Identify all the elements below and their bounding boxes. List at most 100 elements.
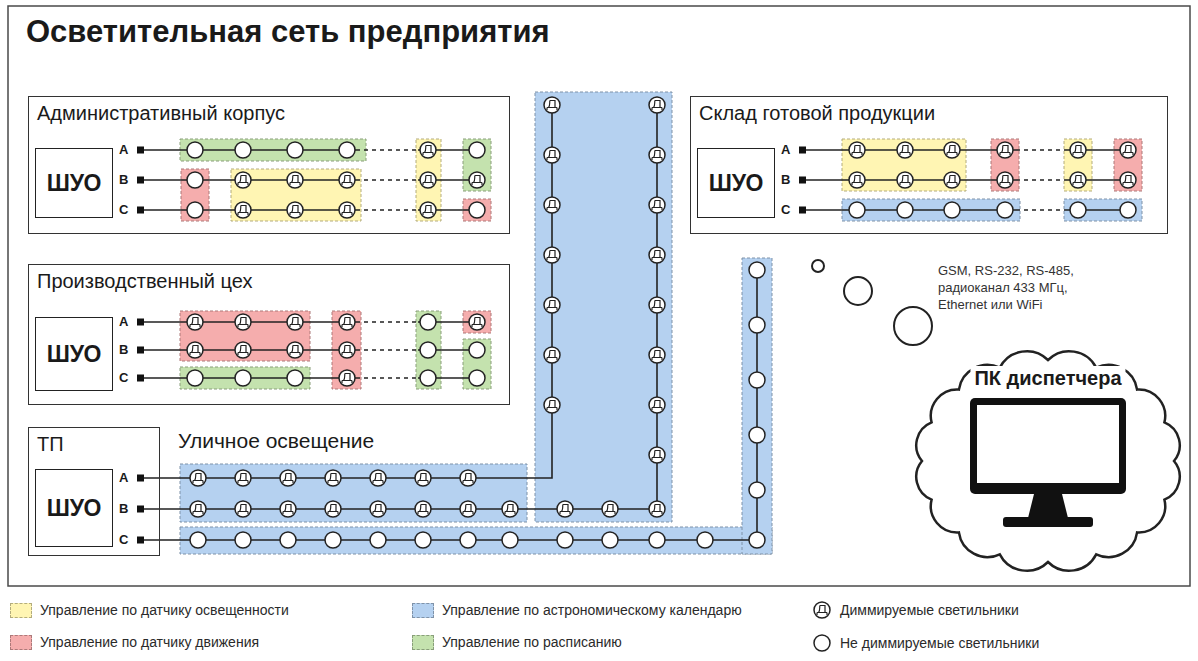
phase-terminal <box>137 475 144 482</box>
control-cabinet: ШУО <box>697 148 775 218</box>
dimmer-glyph <box>1123 146 1133 156</box>
dimmer-glyph <box>193 474 203 484</box>
dimmer-glyph <box>238 505 248 515</box>
control-zone <box>1064 199 1142 221</box>
lamp-circle <box>749 482 765 498</box>
dimmable-luminaire <box>649 297 665 313</box>
plain-luminaire <box>697 532 713 548</box>
dimmer-glyph <box>290 176 300 186</box>
phase-wire <box>144 105 657 509</box>
lamp-circle <box>944 202 960 218</box>
dimmable-luminaire <box>649 501 665 517</box>
lamp-circle <box>649 397 665 413</box>
lamp-circle <box>339 342 355 358</box>
lamp-circle <box>325 470 341 486</box>
lamp-circle <box>897 172 913 188</box>
phase-label: A <box>119 314 128 330</box>
dimmable-luminaire <box>544 247 560 263</box>
legend-swatch <box>412 635 434 650</box>
control-zone <box>991 139 1019 191</box>
lamp-circle <box>469 370 485 386</box>
dimmable-luminaire <box>897 142 913 158</box>
lamp-circle <box>235 501 251 517</box>
lamp-circle <box>339 314 355 330</box>
dimmable-luminaire <box>420 202 436 218</box>
plain-luminaire <box>749 427 765 443</box>
dimmable-luminaire <box>1120 142 1136 158</box>
plain-luminaire <box>420 370 436 386</box>
lamp-circle <box>602 532 618 548</box>
dimmer-glyph <box>652 351 662 361</box>
dimmable-luminaire <box>339 202 355 218</box>
lamp-circle <box>460 532 476 548</box>
plain-luminaire <box>325 532 341 548</box>
lamp-circle <box>649 97 665 113</box>
lamp-circle <box>339 142 355 158</box>
legend-item: Управление по астрономическому календарю <box>412 602 742 618</box>
dimmable-luminaire <box>997 142 1013 158</box>
plain-luminaire <box>370 532 386 548</box>
dimmer-glyph <box>418 474 428 484</box>
legend-swatch <box>10 603 32 618</box>
lamp-circle <box>420 314 436 330</box>
phase-label: C <box>781 202 790 218</box>
lamp-circle <box>415 501 431 517</box>
cloud-outline <box>916 351 1179 571</box>
control-zone <box>842 139 966 191</box>
legend-text: Не диммируемые светильники <box>840 635 1039 651</box>
plain-luminaire <box>287 370 303 386</box>
dimmable-luminaire <box>235 314 251 330</box>
thought-bubble <box>894 307 932 345</box>
lamp-circle <box>849 142 865 158</box>
outer-frame <box>8 6 1190 586</box>
cabinet-name: ШУО <box>47 495 102 522</box>
plain-luminaire <box>897 202 913 218</box>
monitor-screen <box>977 405 1119 483</box>
control-zone <box>181 169 209 221</box>
dimmer-glyph <box>605 505 615 515</box>
lamp-circle <box>544 247 560 263</box>
dimmable-luminaire <box>287 172 303 188</box>
legend-swatch <box>412 603 434 618</box>
dimmable-luminaire <box>469 314 485 330</box>
plain-luminaire <box>235 532 251 548</box>
dimmer-glyph <box>472 318 482 328</box>
dimmable-luminaire <box>415 501 431 517</box>
cabinet-name: ШУО <box>709 170 764 197</box>
lamp-circle <box>287 202 303 218</box>
dimmable-luminaire <box>1070 172 1086 188</box>
dimmer-glyph <box>423 146 433 156</box>
dimmable-luminaire <box>544 197 560 213</box>
dimmable-luminaire <box>997 172 1013 188</box>
dimmable-luminaire <box>287 202 303 218</box>
dimmer-glyph <box>1073 176 1083 186</box>
dimmer-glyph <box>547 251 557 261</box>
lamp-circle <box>280 470 296 486</box>
lamp-circle <box>1070 202 1086 218</box>
lamp-circle <box>1070 142 1086 158</box>
plain-luminaire <box>502 532 518 548</box>
lamp-circle <box>460 470 476 486</box>
phase-label: C <box>119 202 128 218</box>
lamp-circle <box>997 202 1013 218</box>
legend-text: Управление по расписанию <box>442 634 622 650</box>
dimmer-glyph <box>652 251 662 261</box>
control-zone <box>180 367 310 389</box>
lamp-circle <box>469 202 485 218</box>
thought-bubbles <box>812 260 932 345</box>
plain-luminaire <box>469 370 485 386</box>
dimmable-luminaire <box>649 197 665 213</box>
plain-luminaire <box>849 202 865 218</box>
lamp-circle <box>997 172 1013 188</box>
plain-luminaire <box>235 142 251 158</box>
control-zone <box>180 464 527 522</box>
lamp-circle <box>235 314 251 330</box>
dimmer-glyph <box>373 474 383 484</box>
dimmable-luminaire <box>849 142 865 158</box>
dimmable-luminaire <box>370 470 386 486</box>
plain-luminaire <box>602 532 618 548</box>
plain-luminaire <box>415 532 431 548</box>
dimmer-glyph <box>238 346 248 356</box>
lamp-circle <box>420 142 436 158</box>
lamp-circle <box>469 342 485 358</box>
